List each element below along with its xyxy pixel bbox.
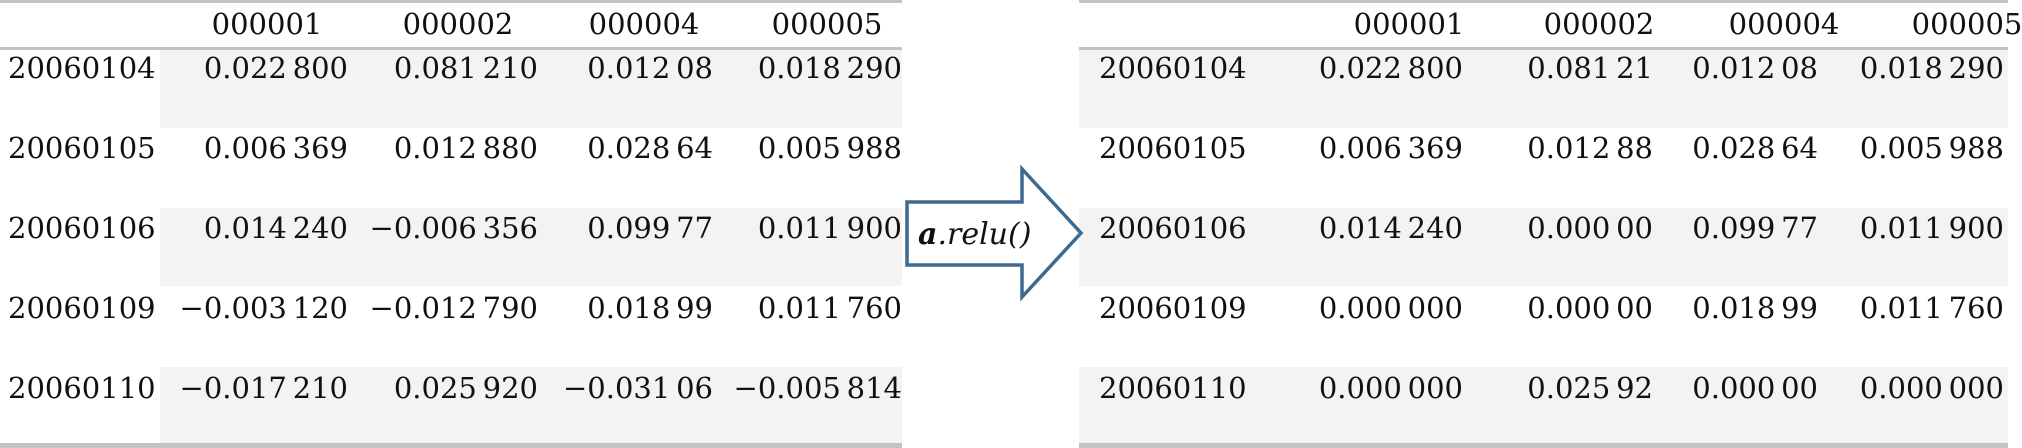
- table-cell: 0.028 64: [587, 131, 713, 165]
- table-cell: 0.025 920: [393, 371, 538, 405]
- table-cell: 0.006 369: [203, 131, 348, 165]
- table-cell: 0.011 760: [1859, 291, 2004, 325]
- table-cell: 0.000 000: [1318, 371, 1463, 405]
- column-header: 000002: [402, 7, 514, 41]
- operation-var: a: [918, 217, 937, 252]
- top-rule: [1079, 0, 2008, 3]
- operation-label: a.relu(): [918, 217, 1031, 252]
- top-rule: [0, 0, 902, 3]
- table-cell: −0.003 120: [179, 291, 348, 325]
- bottom-rule: [0, 443, 902, 448]
- table-cell: −0.006 356: [369, 211, 538, 245]
- row-index: 20060109: [1099, 291, 1247, 325]
- table-cell: 0.000 00: [1527, 291, 1653, 325]
- column-header: 000004: [588, 7, 700, 41]
- row-index: 20060104: [8, 51, 156, 85]
- table-cell: 0.099 77: [587, 211, 713, 245]
- table-cell: 0.018 290: [1859, 51, 2004, 85]
- row-stripe: [1079, 50, 2008, 128]
- column-header: 000001: [1353, 7, 1465, 41]
- table-cell: 0.081 21: [1527, 51, 1653, 85]
- row-index: 20060110: [8, 371, 156, 405]
- table-cell: 0.011 900: [1859, 211, 2004, 245]
- table-cell: 0.025 92: [1527, 371, 1653, 405]
- table-cell: 0.018 99: [587, 291, 713, 325]
- row-index: 20060109: [8, 291, 156, 325]
- table-cell: 0.012 88: [1527, 131, 1653, 165]
- table-cell: 0.012 08: [1692, 51, 1818, 85]
- row-stripe: [1079, 367, 2008, 443]
- column-header: 000005: [1911, 7, 2022, 41]
- table-cell: 0.099 77: [1692, 211, 1818, 245]
- arrow-shape: [905, 164, 1084, 302]
- bottom-rule: [1079, 443, 2008, 448]
- table-cell: −0.005 814: [733, 371, 902, 405]
- row-index: 20060110: [1099, 371, 1247, 405]
- row-index: 20060105: [8, 131, 156, 165]
- header-rule: [1079, 47, 2008, 50]
- table-cell: 0.012 08: [587, 51, 713, 85]
- table-cell: 0.011 900: [757, 211, 902, 245]
- transform-arrow: a.relu(): [905, 164, 1084, 302]
- column-header: 000002: [1543, 7, 1655, 41]
- table-cell: 0.012 880: [393, 131, 538, 165]
- row-index: 20060105: [1099, 131, 1247, 165]
- table-cell: −0.017 210: [179, 371, 348, 405]
- row-index: 20060106: [8, 211, 156, 245]
- table-cell: 0.000 00: [1527, 211, 1653, 245]
- column-header: 000005: [771, 7, 883, 41]
- table-cell: 0.018 290: [757, 51, 902, 85]
- column-header: 000001: [211, 7, 323, 41]
- table-cell: 0.005 988: [757, 131, 902, 165]
- row-stripe: [160, 208, 902, 286]
- row-stripe: [1079, 208, 2008, 286]
- table-cell: 0.022 800: [1318, 51, 1463, 85]
- table-cell: 0.028 64: [1692, 131, 1818, 165]
- table-cell: −0.012 790: [369, 291, 538, 325]
- row-stripe: [160, 367, 902, 443]
- table-cell: 0.014 240: [203, 211, 348, 245]
- table-cell: 0.005 988: [1859, 131, 2004, 165]
- table-cell: −0.031 06: [562, 371, 713, 405]
- table-cell: 0.000 00: [1692, 371, 1818, 405]
- table-cell: 0.011 760: [757, 291, 902, 325]
- row-stripe: [160, 50, 902, 128]
- row-index: 20060106: [1099, 211, 1247, 245]
- table-cell: 0.018 99: [1692, 291, 1818, 325]
- table-cell: 0.081 210: [393, 51, 538, 85]
- operation-func: .relu(): [937, 217, 1031, 252]
- table-cell: 0.000 000: [1318, 291, 1463, 325]
- header-rule: [0, 47, 902, 50]
- table-cell: 0.006 369: [1318, 131, 1463, 165]
- table-cell: 0.022 800: [203, 51, 348, 85]
- table-cell: 0.014 240: [1318, 211, 1463, 245]
- row-index: 20060104: [1099, 51, 1247, 85]
- column-header: 000004: [1728, 7, 1840, 41]
- table-cell: 0.000 000: [1859, 371, 2004, 405]
